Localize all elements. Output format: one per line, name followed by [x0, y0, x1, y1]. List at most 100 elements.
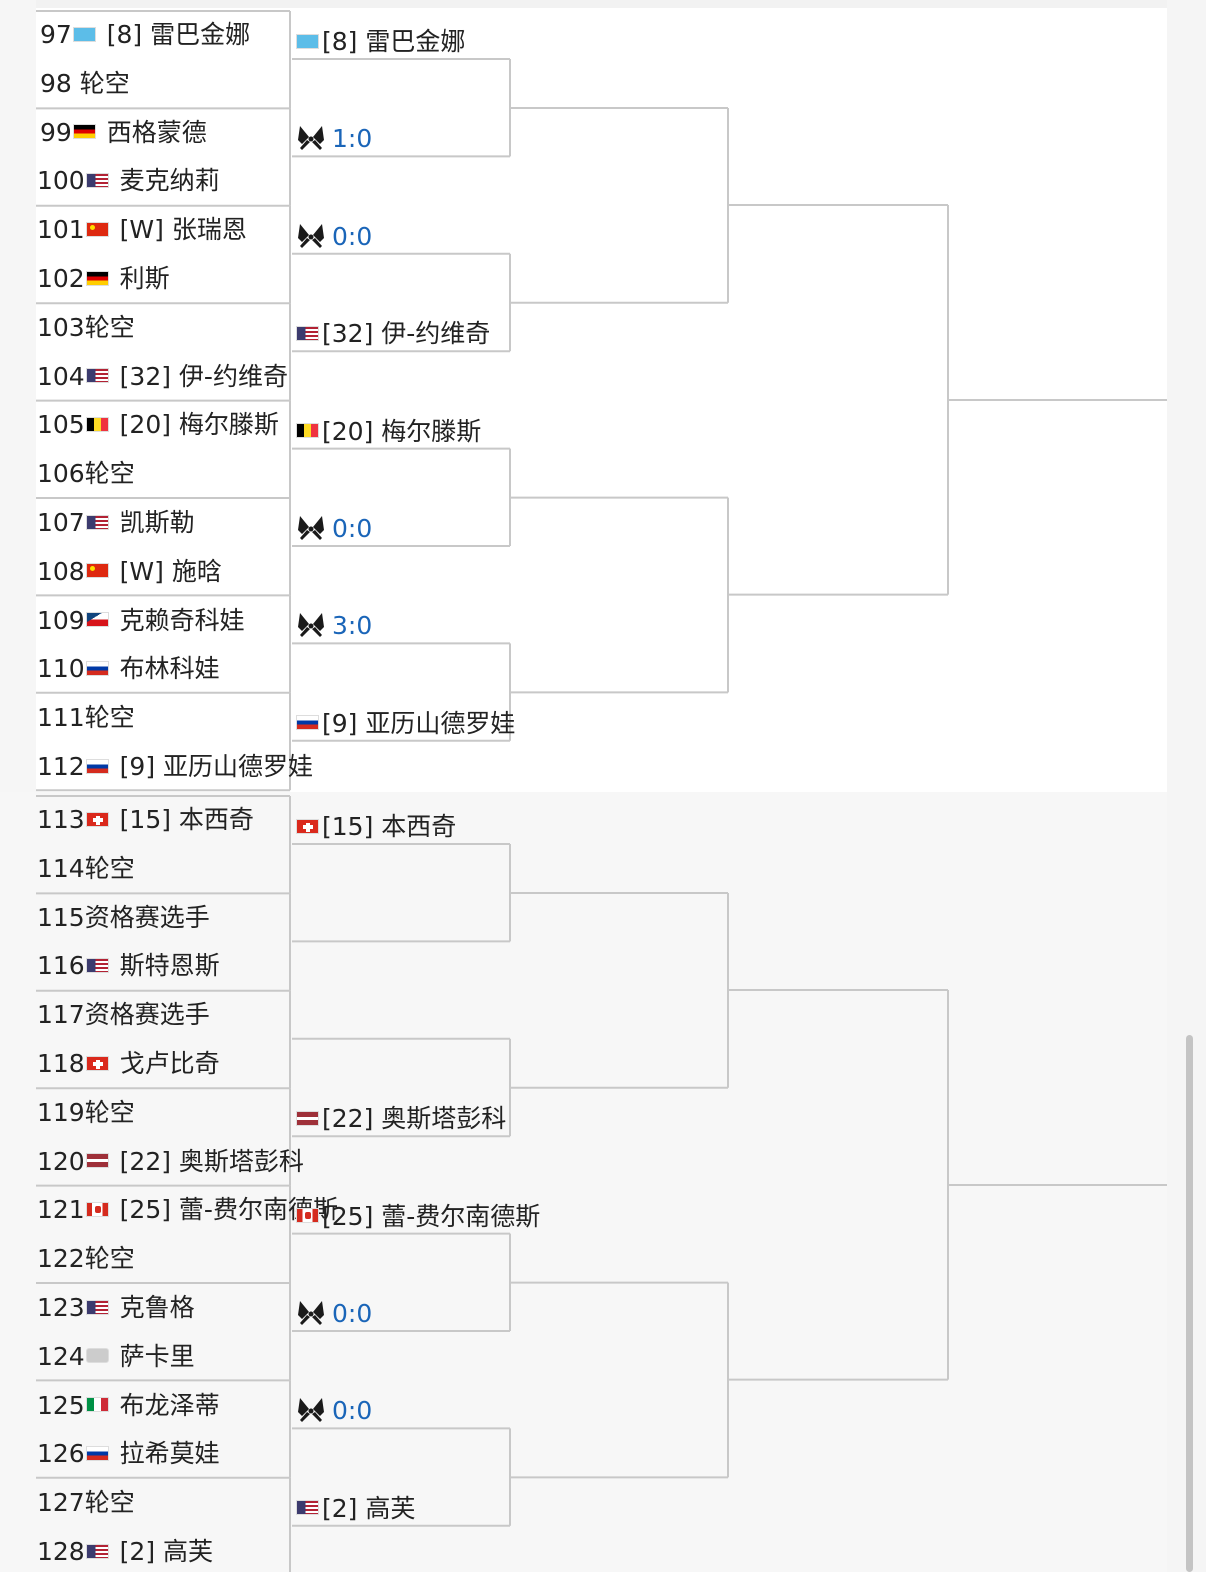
flag-us-icon [296, 325, 319, 341]
scrollbar[interactable] [1186, 1035, 1193, 1572]
draw-number: 104 [37, 361, 85, 391]
player-name: [15] 本西奇 [322, 812, 457, 841]
round1-entry[interactable]: 120 [22] 奥斯塔彭科 [37, 1139, 304, 1185]
round1-entry[interactable]: 118 戈卢比奇 [37, 1041, 220, 1087]
flag-us-icon [296, 1500, 319, 1516]
round2-entry[interactable]: [22] 奥斯塔彭科 [296, 1097, 506, 1141]
crossed-rackets-icon [298, 223, 324, 248]
round2-entry[interactable]: [20] 梅尔滕斯 [296, 410, 481, 454]
draw-number: 100 [37, 166, 85, 196]
draw-number: 116 [37, 951, 85, 981]
round1-entry[interactable]: 115资格赛选手 [37, 895, 210, 941]
round1-entry[interactable]: 128 [2] 高芙 [37, 1529, 213, 1575]
draw-number: 97 [40, 20, 72, 49]
player-name: 拉希莫娃 [119, 1439, 220, 1469]
flag-us-icon [85, 957, 109, 973]
draw-number: 110 [37, 654, 85, 684]
round1-entry[interactable]: 108 [W] 施晗 [37, 549, 222, 595]
player-name: 资格赛选手 [84, 1000, 210, 1030]
round1-entry[interactable]: 111轮空 [37, 695, 135, 741]
player-name: 轮空 [84, 459, 135, 489]
draw-number: 121 [37, 1195, 85, 1225]
flag-us-icon [85, 368, 109, 384]
crossed-rackets-icon [298, 126, 324, 151]
head-to-head-score[interactable]: 0:0 [296, 215, 372, 259]
player-name: 戈卢比奇 [119, 1049, 220, 1078]
draw-number: 115 [37, 902, 85, 932]
score-text: 3:0 [332, 611, 373, 641]
round1-entry[interactable]: 101 [W] 张瑞恩 [37, 207, 247, 253]
flag-ch-icon [296, 818, 319, 834]
round1-entry[interactable]: 107 凯斯勒 [37, 500, 195, 546]
round1-entry[interactable]: 112 [9] 亚历山德罗娃 [37, 744, 313, 790]
flag-kz-icon [296, 33, 319, 49]
round1-entry[interactable]: 105 [20] 梅尔滕斯 [37, 402, 279, 448]
player-name: 轮空 [84, 1097, 135, 1127]
score-text: 0:0 [332, 1396, 373, 1426]
round1-entry[interactable]: 122轮空 [37, 1236, 135, 1282]
round1-entry[interactable]: 100 麦克纳莉 [37, 158, 220, 204]
player-name: 克鲁格 [119, 1293, 195, 1322]
score-text: 0:0 [332, 514, 373, 543]
round2-entry[interactable]: [25] 蕾-费尔南德斯 [296, 1195, 540, 1239]
player-name: 克赖奇科娃 [119, 605, 245, 635]
round1-entry[interactable]: 109 克赖奇科娃 [37, 598, 245, 644]
flag-ca-icon [85, 1201, 109, 1217]
flag-us-icon [85, 514, 109, 530]
round1-entry[interactable]: 99 西格蒙德 [40, 110, 207, 156]
round1-entry[interactable]: 121 [25] 蕾-费尔南德斯 [37, 1187, 338, 1233]
round2-entry[interactable]: [9] 亚历山德罗娃 [296, 702, 515, 746]
draw-number: 107 [37, 508, 85, 537]
round2-entry[interactable]: [15] 本西奇 [296, 805, 456, 849]
flag-us-icon [85, 1299, 109, 1315]
flag-ch-icon [85, 811, 109, 827]
round1-entry[interactable]: 98 轮空 [40, 61, 130, 107]
draw-number: 111 [37, 703, 85, 733]
round1-entry[interactable]: 104 [32] 伊-约维奇 [37, 354, 288, 400]
flag-unknown-icon [85, 1348, 109, 1364]
score-text: 0:0 [332, 1299, 373, 1328]
player-name: 轮空 [84, 703, 135, 733]
head-to-head-score[interactable]: 0:0 [296, 507, 372, 551]
head-to-head-score[interactable]: 0:0 [296, 1292, 372, 1336]
round1-entry[interactable]: 127轮空 [37, 1480, 135, 1526]
round2-entry[interactable]: [32] 伊-约维奇 [296, 312, 490, 356]
player-name: [15] 本西奇 [119, 805, 254, 834]
player-name: [32] 伊-约维奇 [322, 319, 491, 349]
score-text: 0:0 [332, 221, 373, 251]
crossed-rackets-icon [298, 1398, 324, 1423]
player-name: [9] 亚历山德罗娃 [322, 708, 516, 738]
draw-number: 109 [37, 605, 85, 635]
player-name: [20] 梅尔滕斯 [322, 416, 482, 446]
round1-entry[interactable]: 114轮空 [37, 846, 135, 892]
draw-number: 118 [37, 1049, 85, 1078]
flag-de-icon [72, 124, 96, 140]
round1-entry[interactable]: 123 克鲁格 [37, 1285, 195, 1331]
player-name: [9] 亚历山德罗娃 [119, 752, 314, 781]
round1-entry[interactable]: 110 布林科娃 [37, 646, 220, 692]
draw-number: 113 [37, 805, 85, 834]
flag-ru-icon [296, 715, 319, 731]
player-name: [22] 奥斯塔彭科 [322, 1104, 507, 1134]
round1-entry[interactable]: 124 萨卡里 [37, 1334, 195, 1380]
head-to-head-score[interactable]: 0:0 [296, 1389, 372, 1433]
round1-entry[interactable]: 103轮空 [37, 305, 135, 351]
round1-entry[interactable]: 116 斯特恩斯 [37, 943, 220, 989]
round1-entry[interactable]: 113 [15] 本西奇 [37, 797, 254, 843]
player-name: [W] 张瑞恩 [119, 215, 247, 245]
player-name: 轮空 [84, 312, 135, 342]
round1-entry[interactable]: 102 利斯 [37, 256, 170, 302]
head-to-head-score[interactable]: 3:0 [296, 604, 372, 648]
head-to-head-score[interactable]: 1:0 [296, 117, 372, 161]
draw-number: 112 [37, 752, 85, 781]
round1-entry[interactable]: 125 布龙泽蒂 [37, 1383, 220, 1429]
round2-entry[interactable]: [2] 高芙 [296, 1487, 415, 1531]
round1-entry[interactable]: 117资格赛选手 [37, 992, 210, 1038]
player-name: 萨卡里 [119, 1341, 195, 1371]
player-name: 布龙泽蒂 [119, 1390, 220, 1420]
round1-entry[interactable]: 106轮空 [37, 451, 135, 497]
round2-entry[interactable]: [8] 雷巴金娜 [296, 20, 465, 64]
round1-entry[interactable]: 119轮空 [37, 1090, 135, 1136]
round1-entry[interactable]: 126 拉希莫娃 [37, 1431, 220, 1477]
round1-entry[interactable]: 97 [8] 雷巴金娜 [40, 12, 250, 58]
